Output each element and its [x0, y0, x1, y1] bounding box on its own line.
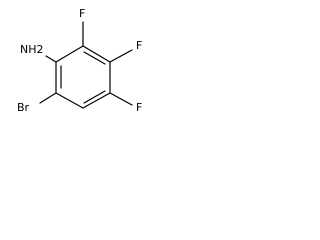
ring-bond-c1-c2	[55, 45, 84, 63]
ring-bond-c4-c5	[82, 92, 111, 109]
chemical-structure-diagram: NH2 F F F Br	[17, 7, 142, 114]
ring-bond-c5-c6	[55, 92, 84, 109]
benzene-ring	[55, 45, 111, 109]
atom-label-bromine: Br	[17, 101, 30, 114]
bond-to-fluorine-right-lower	[109, 92, 133, 106]
bond-to-fluorine-right-upper	[109, 49, 133, 63]
atom-label-fluorine-right-lower: F	[136, 101, 142, 114]
double-bond-inner-c4-c5	[83, 90, 106, 104]
atom-label-fluorine-right-upper: F	[136, 39, 142, 52]
atom-label-fluorine-top: F	[79, 7, 85, 20]
double-bond-inner-c2-c3	[83, 51, 106, 65]
bond-to-bromine	[39, 92, 57, 104]
ring-bond-c2-c3	[82, 45, 111, 63]
atom-label-amine: NH2	[20, 43, 44, 56]
bond-to-amine	[45, 55, 57, 63]
